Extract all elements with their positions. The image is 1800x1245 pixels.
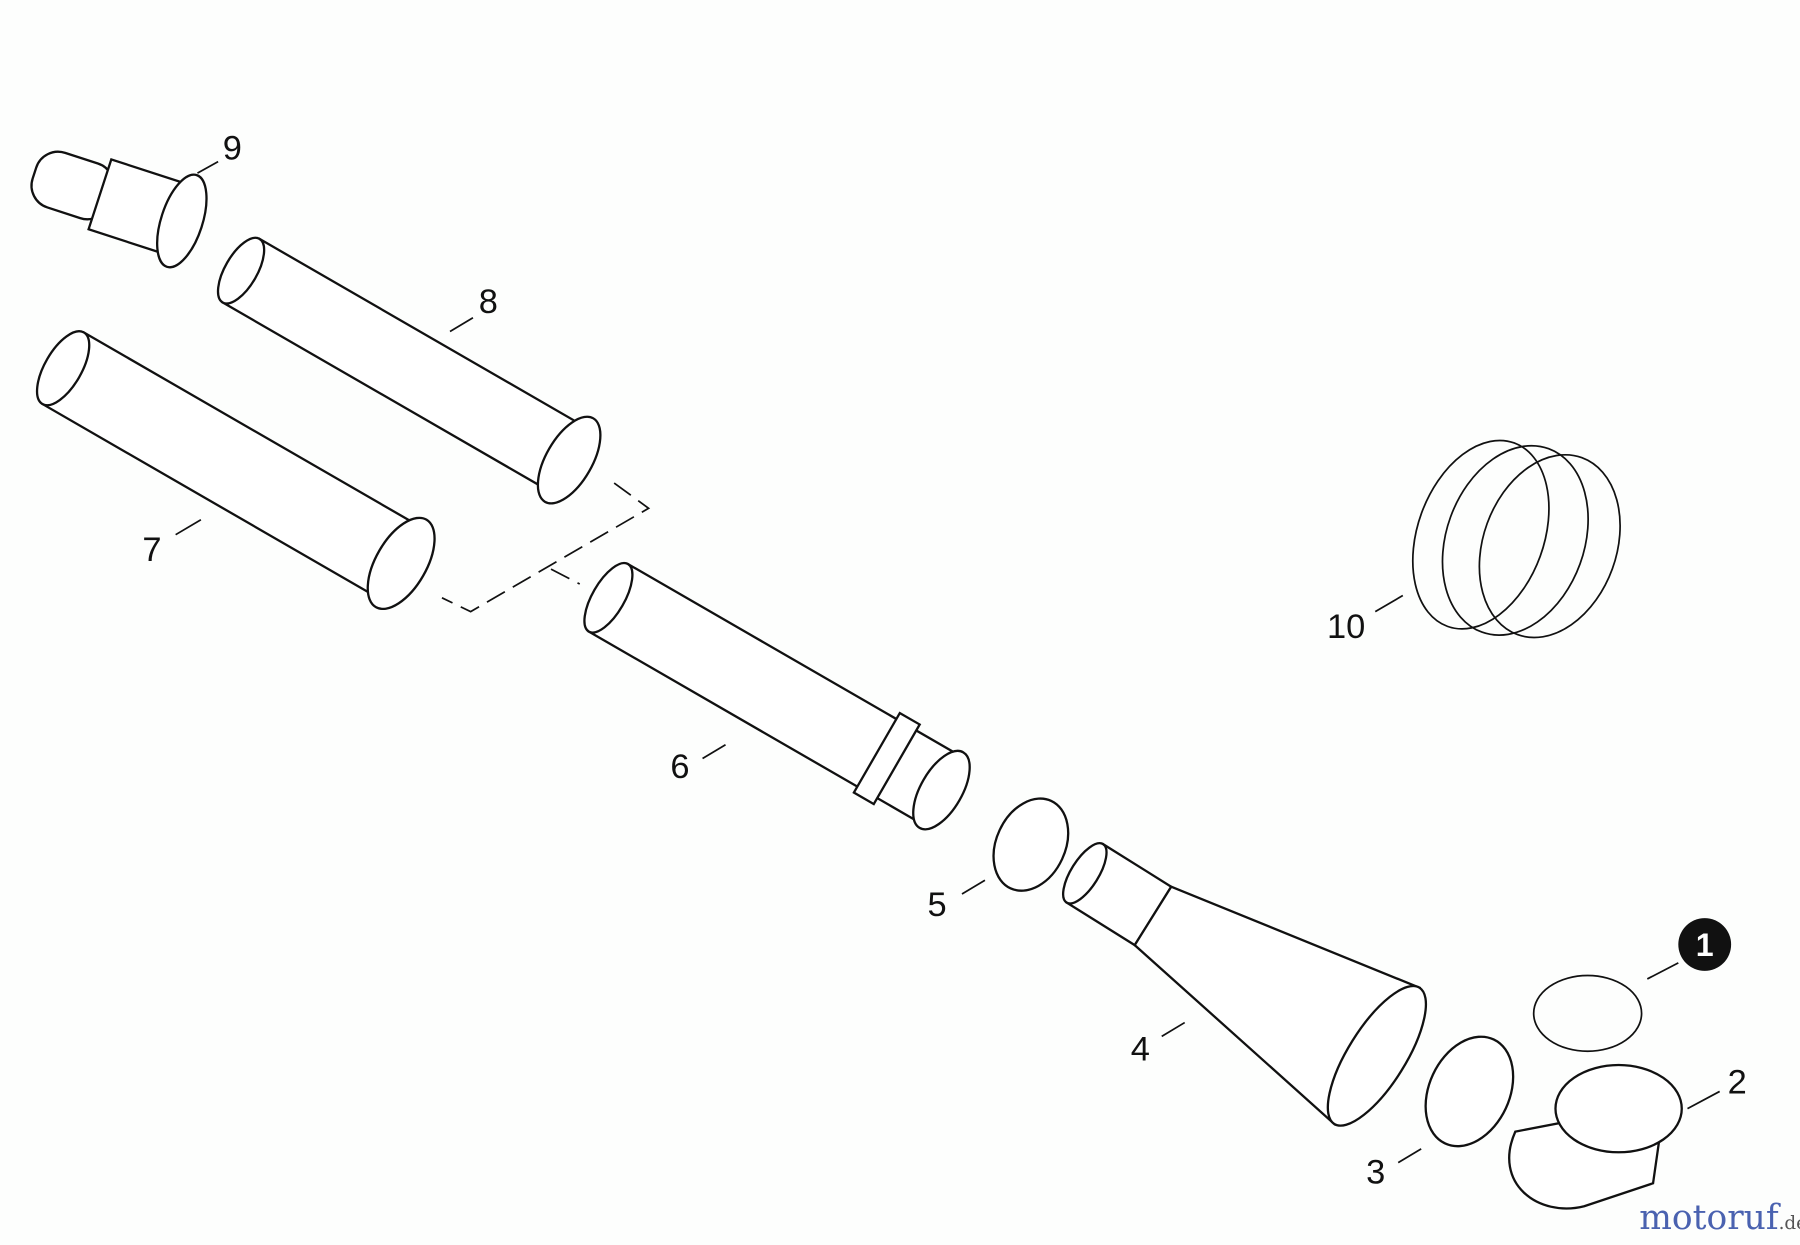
part-6-tube bbox=[583, 561, 971, 831]
part-2-elbow bbox=[1508, 1063, 1683, 1210]
part-8-tube bbox=[216, 236, 602, 505]
part-5-clamp bbox=[992, 797, 1070, 892]
label-3: 3 bbox=[1366, 1153, 1385, 1191]
label-1-badge bbox=[1678, 918, 1732, 971]
part-3-clamp bbox=[1424, 1035, 1515, 1148]
part-1-o-ring bbox=[1532, 974, 1643, 1053]
label-9: 9 bbox=[223, 129, 242, 167]
leader-lines bbox=[175, 160, 1721, 1164]
part-9-nozzle bbox=[30, 150, 208, 269]
part-10-cable-coil bbox=[1411, 439, 1621, 639]
label-2: 2 bbox=[1728, 1064, 1747, 1102]
label-1: 1 bbox=[1696, 927, 1714, 963]
label-7: 7 bbox=[142, 531, 161, 569]
assembly-line bbox=[550, 568, 581, 585]
label-10: 10 bbox=[1327, 608, 1365, 646]
label-5: 5 bbox=[928, 886, 947, 924]
part-4-hose bbox=[1062, 842, 1428, 1127]
label-8: 8 bbox=[479, 283, 498, 321]
label-6: 6 bbox=[670, 748, 689, 786]
watermark-logo: motoruf.de bbox=[1639, 1198, 1800, 1238]
part-7-tube bbox=[35, 330, 436, 611]
label-4: 4 bbox=[1131, 1030, 1150, 1068]
